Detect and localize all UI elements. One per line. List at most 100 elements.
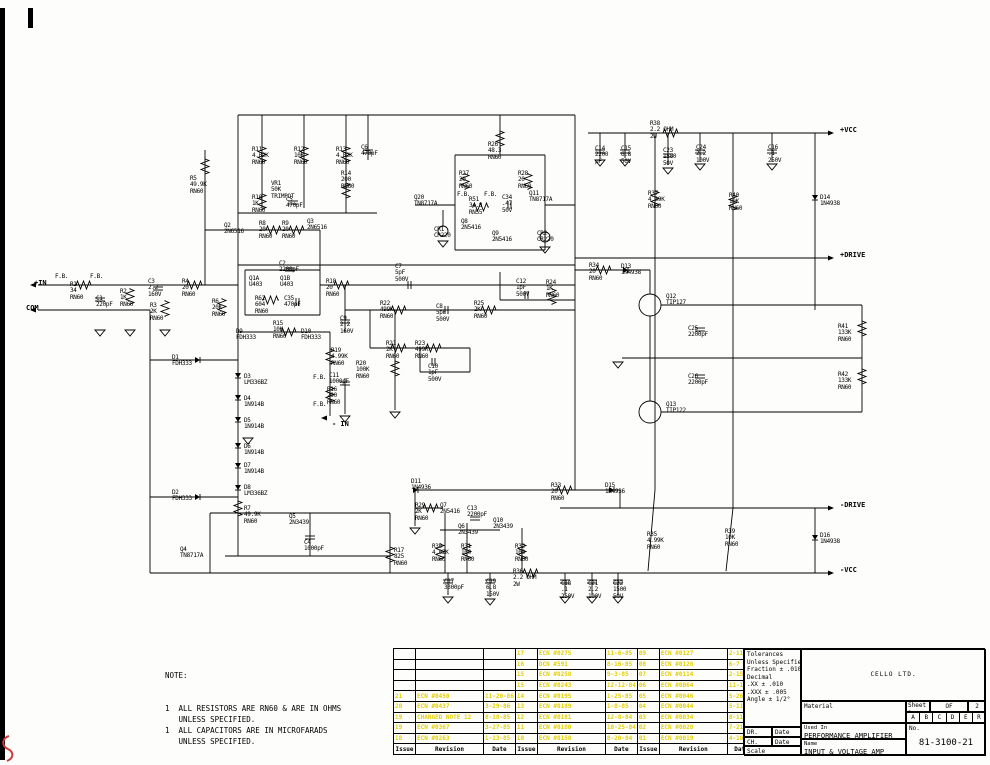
component-label: C17 3300pF bbox=[444, 578, 464, 592]
resistor-symbol bbox=[384, 546, 396, 563]
ground-symbol bbox=[484, 598, 496, 606]
resistor-symbol bbox=[333, 279, 350, 291]
component-label: R22 499K RN60 bbox=[380, 300, 394, 320]
revision-entry: 15 bbox=[514, 679, 538, 692]
component-label: C3 2.2 160V bbox=[148, 278, 162, 298]
tolerance-line: .XX ± .010 bbox=[747, 681, 784, 688]
component-label: D1 FDH333 bbox=[172, 354, 192, 368]
drawing-name-value: INPUT & VOLTAGE AMP bbox=[804, 747, 885, 756]
zone-letter: B bbox=[920, 713, 934, 722]
revision-entry: 8-18-85 bbox=[483, 711, 516, 724]
component-label: Q1A U403 bbox=[249, 275, 263, 289]
revision-header: Revision bbox=[415, 743, 484, 755]
component-label: R33 20 RN60 bbox=[551, 482, 565, 502]
ground-symbol bbox=[559, 596, 571, 604]
zone-letter: C bbox=[933, 713, 947, 722]
resistor-symbol bbox=[75, 279, 92, 291]
diode-symbol bbox=[623, 267, 628, 273]
name-cell: Name INPUT & VOLTAGE AMP bbox=[801, 739, 906, 756]
revision-entry: ECN #0450 bbox=[415, 690, 484, 702]
component-label: D8 LM336BZ bbox=[244, 484, 268, 498]
revision-entry: 8-20-84 bbox=[604, 732, 638, 745]
resistor-symbol bbox=[422, 502, 439, 514]
component-label: C1 220pF bbox=[96, 295, 113, 309]
component-label: R16 200 RN60 bbox=[327, 386, 341, 406]
revision-entry: 10 bbox=[514, 732, 538, 745]
revision-entry: 1-13-85 bbox=[483, 732, 516, 745]
component-label: R14 200 RN60 bbox=[341, 170, 355, 190]
signal-label: +DRIVE bbox=[840, 251, 866, 259]
note-line: 1 ALL RESISTORS ARE RN60 & ARE IN OHMS bbox=[165, 704, 342, 713]
resistor-symbol bbox=[256, 146, 268, 163]
registration-tick bbox=[28, 8, 33, 28]
revision-header: Issue bbox=[393, 743, 416, 755]
ground-symbol bbox=[586, 596, 598, 604]
diode-symbol bbox=[235, 395, 241, 400]
revision-entry: 12-8-84 bbox=[604, 711, 638, 724]
resistor-symbol bbox=[280, 326, 297, 338]
drawn-by-cell: DR. M.D. bbox=[744, 727, 772, 737]
component-label: F.B. bbox=[457, 191, 471, 198]
wire bbox=[647, 489, 656, 572]
component-label: D16 1N4938 bbox=[820, 532, 840, 546]
notes-lines: 1 ALL RESISTORS ARE RN60 & ARE IN OHMS U… bbox=[165, 703, 341, 747]
revision-entry: ECN #0243 bbox=[536, 679, 606, 692]
component-label: F.B. bbox=[90, 273, 104, 280]
resistor-symbol bbox=[256, 193, 268, 210]
drawn-date-cell: Date 12-27-84 bbox=[772, 727, 801, 737]
component-label: Q5 2N3439 bbox=[289, 513, 309, 527]
resistor-symbol bbox=[232, 500, 244, 517]
component-label: R25 2K RN60 bbox=[474, 300, 488, 320]
component-label: VR1 50K TRIMPOT bbox=[271, 180, 295, 200]
transistor-circle bbox=[539, 231, 551, 243]
component-label: R42 133K RN60 bbox=[838, 371, 852, 391]
scale-cell: Scale bbox=[744, 746, 801, 756]
component-label: Q10 2N3439 bbox=[493, 517, 513, 531]
checked-by-cell: CH. bbox=[744, 737, 772, 746]
note-line: UNLESS SPECIFIED. bbox=[165, 715, 256, 724]
component-label: C23 1500 50V bbox=[663, 147, 677, 167]
ground-symbol bbox=[124, 329, 136, 337]
terminal-arrow bbox=[828, 130, 834, 136]
component-label: R28 20 RN60 bbox=[518, 170, 532, 190]
zone-letter: A bbox=[907, 713, 921, 722]
revision-entry: 3-27-85 bbox=[483, 722, 516, 734]
revision-entry: 09 bbox=[636, 648, 660, 660]
revision-header: Issue bbox=[636, 743, 660, 755]
used-in-cell: Used In PERFORMANCE AMPLIFIER bbox=[801, 723, 906, 739]
component-label: C24 2.2 100V bbox=[696, 144, 710, 164]
component-label: R39 10K RN60 bbox=[725, 528, 739, 548]
revision-entry: ECN #0064 bbox=[658, 679, 728, 692]
component-label: Q3 2N6516 bbox=[307, 218, 327, 232]
revision-entry: 06 bbox=[636, 679, 660, 692]
diode-symbol bbox=[235, 373, 241, 378]
terminal-arrow bbox=[30, 282, 36, 288]
component-label: R15 10K RN60 bbox=[273, 320, 287, 340]
component-label: C35 470pF bbox=[284, 295, 301, 309]
component-label: R8 20 RN60 bbox=[259, 220, 273, 240]
ground-symbol bbox=[612, 596, 624, 604]
resistor-symbol bbox=[262, 294, 279, 306]
ground-symbol bbox=[594, 159, 606, 167]
resistor-symbol bbox=[522, 567, 539, 579]
component-label: R24 1K RN60 bbox=[546, 279, 560, 299]
component-label: Q11 TN8717A bbox=[529, 190, 553, 204]
revision-entry bbox=[483, 679, 516, 692]
sheet-label: Sheet bbox=[908, 702, 927, 709]
component-label: R38 2.2 OHM 2W bbox=[650, 120, 674, 140]
resistor-symbol bbox=[288, 224, 305, 236]
material-cell: Material bbox=[801, 701, 906, 723]
revision-entry: 13 bbox=[514, 700, 538, 713]
revision-entry bbox=[393, 679, 416, 692]
component-label: C5 470pF bbox=[286, 196, 303, 210]
red-check-mark bbox=[2, 735, 14, 762]
component-label: C9 2.2 160V bbox=[340, 315, 354, 335]
component-label: R37 4.39K RN60 bbox=[648, 190, 665, 210]
drawing-number: 81-3100-21 bbox=[918, 738, 974, 748]
component-label: D3 LM336BZ bbox=[244, 373, 268, 387]
component-label: R41 133K RN60 bbox=[838, 323, 852, 343]
transistor-circle bbox=[638, 293, 662, 317]
revision-entry: ECN #0367 bbox=[415, 722, 484, 734]
ground-symbol bbox=[662, 167, 674, 175]
